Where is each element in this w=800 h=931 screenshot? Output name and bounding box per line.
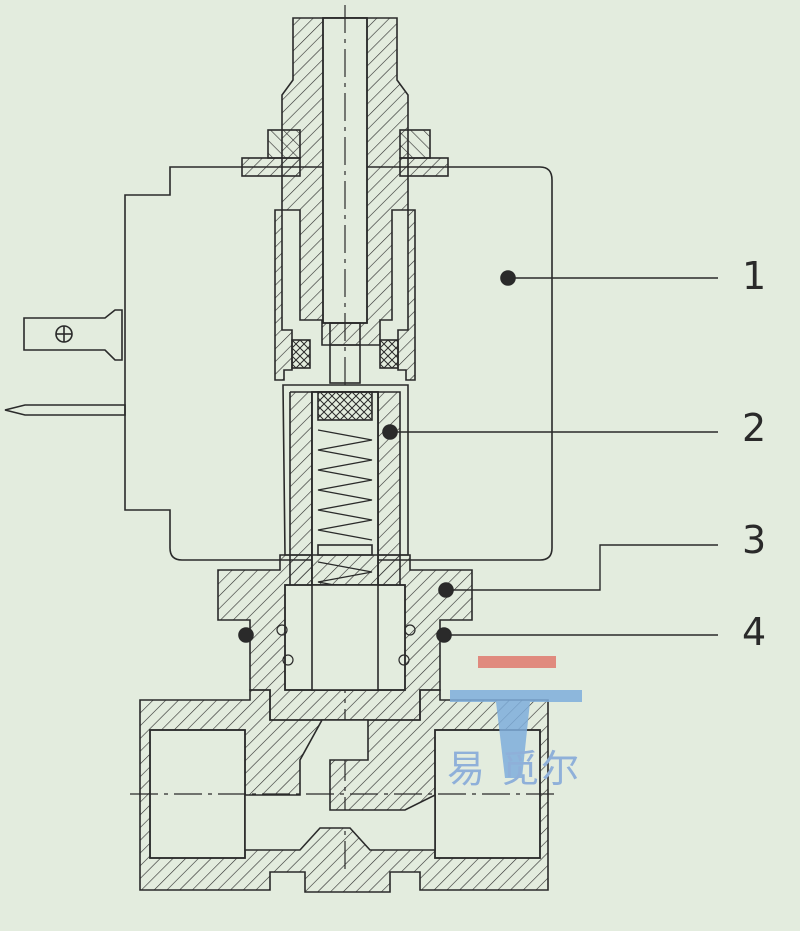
seal-top	[317, 391, 373, 421]
watermark-logo	[450, 656, 582, 778]
ground-pin	[4, 404, 126, 416]
callout-3: 3	[742, 518, 767, 562]
callout-4: 4	[742, 610, 767, 654]
pin	[329, 322, 361, 384]
watermark-text: 易 觅尔	[447, 747, 582, 791]
side-springs	[276, 624, 416, 666]
o-ring-left	[238, 627, 254, 643]
callout-1: 1	[742, 254, 767, 298]
center-passage	[244, 719, 436, 851]
terminal-connector	[23, 309, 123, 361]
coil-housing	[124, 166, 553, 561]
watermark-blue-bar	[450, 690, 582, 702]
fixed-core	[274, 209, 293, 381]
watermark-v-shape	[496, 702, 530, 778]
leader-lines	[390, 277, 718, 636]
upper-spring	[317, 429, 373, 541]
watermark-red-bar	[478, 656, 556, 668]
callout-2: 2	[742, 406, 767, 450]
